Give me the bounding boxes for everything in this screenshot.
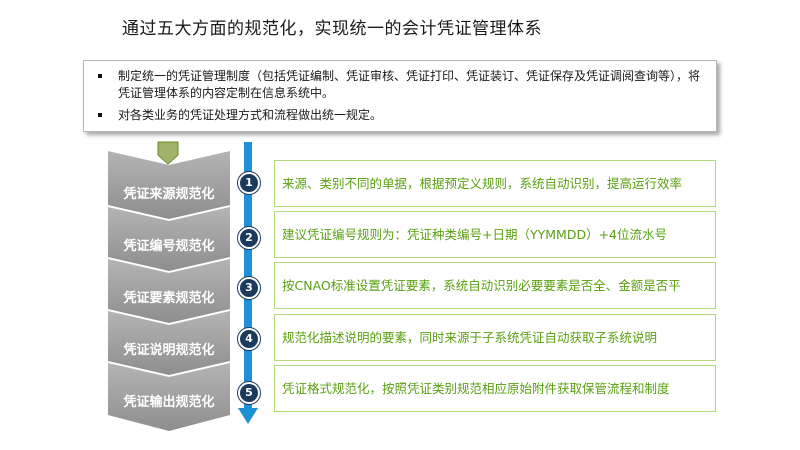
step-number-5: 5 [238,382,260,404]
step-description-5: 凭证格式规范化，按照凭证类别规范相应原始附件获取保管流程和制度 [274,365,716,412]
step-label-4: 凭证说明规范化 [123,343,215,358]
chevron-3 [108,259,230,323]
step-number-4: 4 [238,328,260,350]
step-description-3: 按CNAO标准设置凭证要素，系统自动识别必要要素是否全、金额是否平 [274,262,716,309]
intro-box: 制定统一的凭证管理制度（包括凭证编制、凭证审核、凭证打印、凭证装订、凭证保存及凭… [83,60,717,132]
step-number-2: 2 [238,227,260,249]
chevron-1 [108,151,230,219]
step-number-3: 3 [238,277,260,299]
step-label-1: 凭证来源规范化 [123,187,215,202]
step-description-1: 来源、类别不同的单据，根据预定义规则，系统自动识别，提高运行效率 [274,160,716,207]
start-tab-icon [157,141,179,165]
step-chevrons: 凭证来源规范化 凭证编号规范化 凭证要素规范化 凭证说明规范化 凭证输出规范化 [108,143,230,433]
chevron-5 [108,363,230,431]
step-description-4: 规范化描述说明的要素，同时来源于子系统凭证自动获取子系统说明 [274,314,716,361]
intro-bullet: 对各类业务的凭证处理方式和流程做出统一规定。 [94,107,706,124]
chevron-2 [108,207,230,271]
step-description-2: 建议凭证编号规则为：凭证种类编号+日期（YYMMDD）+4位流水号 [274,211,716,258]
step-number-1: 1 [238,172,260,194]
arrow-down-icon [238,408,258,424]
intro-bullet: 制定统一的凭证管理制度（包括凭证编制、凭证审核、凭证打印、凭证装订、凭证保存及凭… [94,68,706,102]
page-title: 通过五大方面的规范化，实现统一的会计凭证管理体系 [122,19,542,39]
chevron-4 [108,311,230,375]
step-label-3: 凭证要素规范化 [123,291,215,306]
step-label-5: 凭证输出规范化 [123,395,215,410]
step-label-2: 凭证编号规范化 [123,239,215,254]
